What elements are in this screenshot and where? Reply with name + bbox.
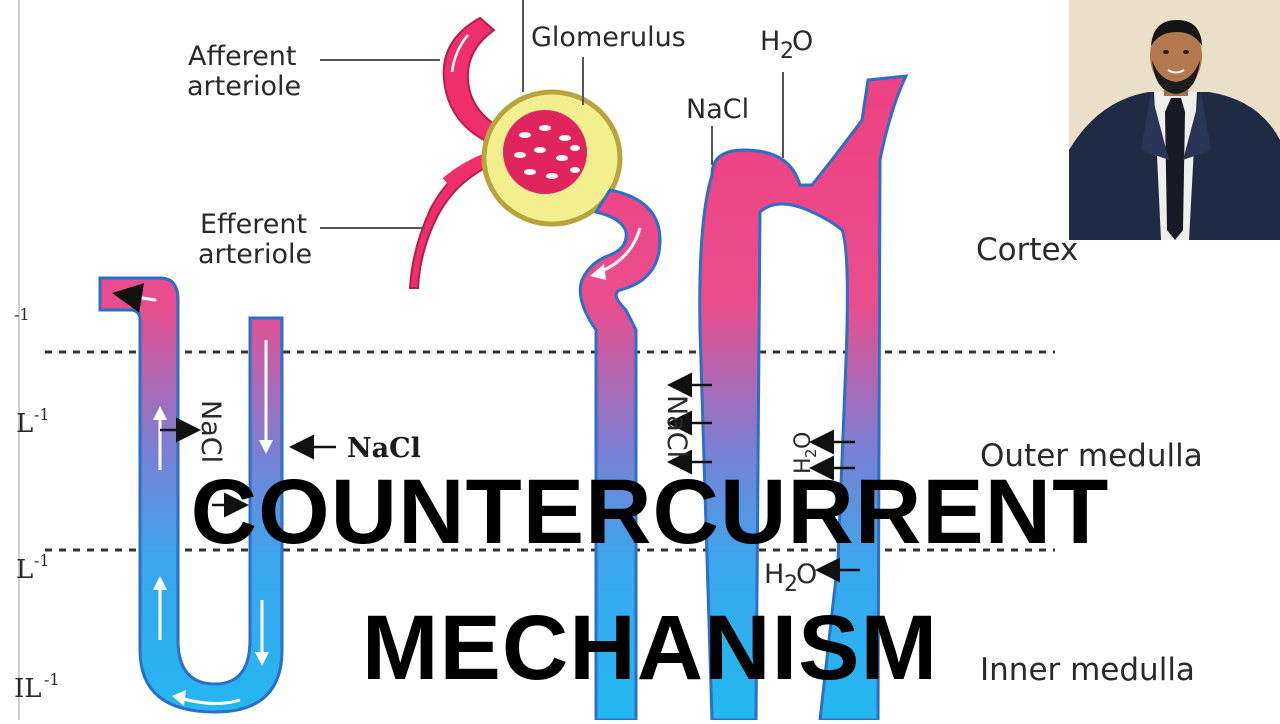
h2o-top-sub: 2 [780, 39, 794, 64]
zone-outer-medulla: Outer medulla [980, 438, 1203, 474]
unit-label-4: IL [14, 674, 42, 704]
presenter-photo [1069, 0, 1280, 240]
h2o-top-o: O [792, 26, 813, 57]
h2o-lower-o: O [796, 559, 817, 590]
loop-of-henle [98, 276, 284, 714]
h2o-lower-h: H [764, 559, 784, 590]
unit-label-3: L [16, 555, 33, 585]
arterioles [408, 16, 502, 289]
title-line-1: COUNTERCURRENT [190, 461, 1110, 563]
afferent-label-2: arteriole [187, 71, 301, 102]
unit-label-4-exp: -1 [44, 670, 60, 689]
efferent-label-2: arteriole [198, 239, 312, 270]
h2o-side-label: H 2 O [791, 432, 820, 474]
transport-arrows [160, 372, 860, 583]
leader-lines [320, 0, 784, 229]
h2o-lower-sub: 2 [784, 572, 798, 597]
h2o-side-sub: 2 [802, 448, 820, 458]
h2o-side-h: H [791, 457, 816, 474]
collecting-duct [698, 74, 909, 722]
presenter-photo-icon [1069, 0, 1280, 240]
zone-cortex: Cortex [976, 232, 1078, 268]
title-line-2: MECHANISM [361, 597, 939, 699]
unit-label-3-exp: -1 [34, 551, 50, 570]
proximal-tubule [578, 188, 662, 722]
unit-label-2-exp: -1 [34, 405, 50, 424]
h2o-side-o: O [791, 432, 816, 449]
nacl-tubule-label: NaCl [661, 395, 692, 458]
unit-label-2: L [16, 409, 33, 439]
glomerulus [481, 89, 623, 227]
nacl-side-label: NaCl [347, 433, 421, 464]
h2o-top-h: H [760, 26, 780, 57]
efferent-label-1: Efferent [200, 209, 307, 240]
nacl-top-label: NaCl [686, 94, 749, 125]
glomerulus-label: Glomerulus [531, 22, 686, 53]
afferent-label-1: Afferent [188, 41, 297, 72]
unit-label-1: -1 [14, 305, 30, 324]
zone-inner-medulla: Inner medulla [980, 652, 1195, 688]
nacl-loop-label: NaCl [195, 400, 226, 463]
